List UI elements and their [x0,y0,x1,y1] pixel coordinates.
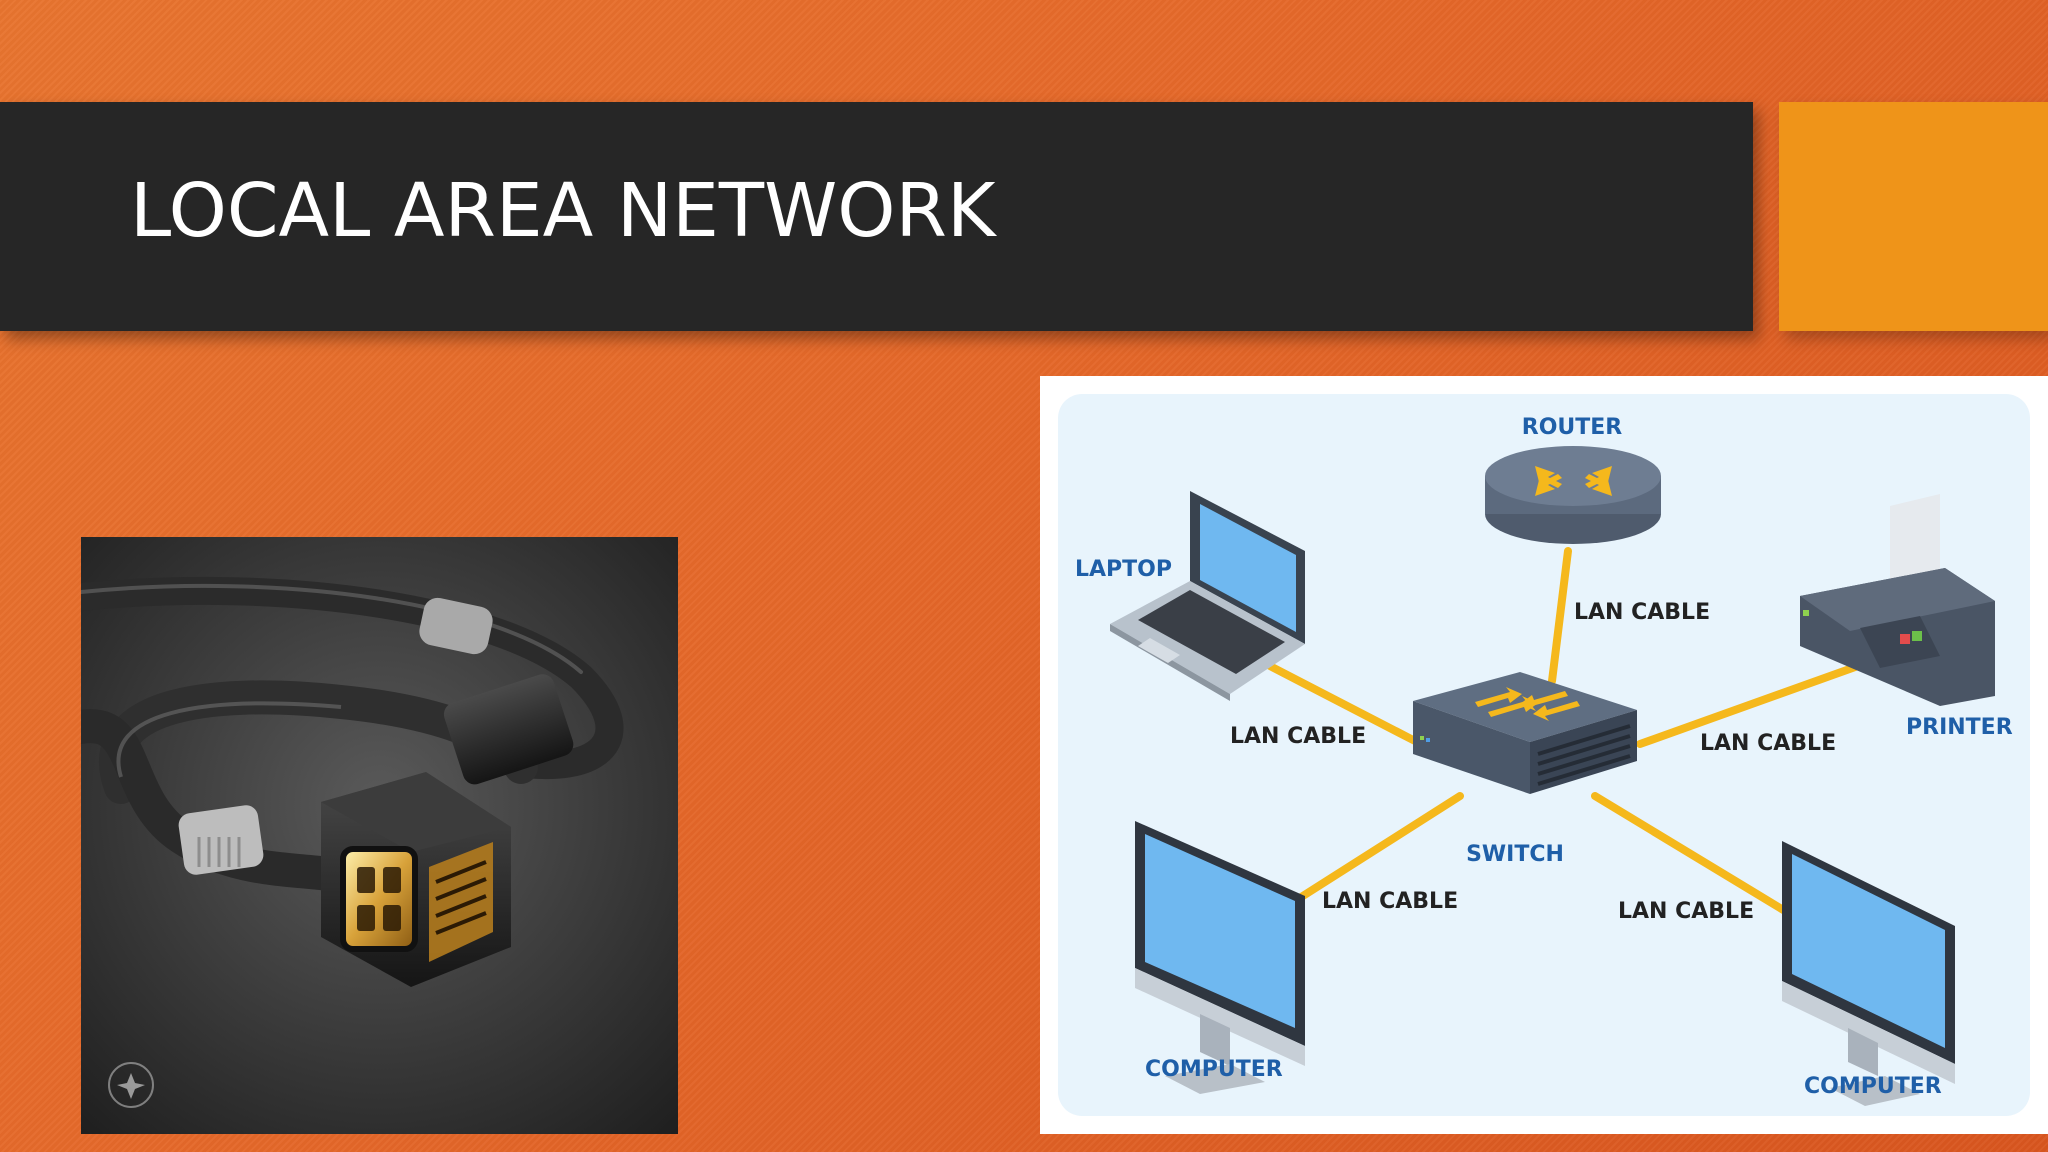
cable-label-computer-left: LAN CABLE [1322,889,1458,914]
laptop-label: LAPTOP [1075,557,1172,582]
cable-printer [1636,662,1862,748]
cable-router [1548,547,1572,685]
computer-left-icon [1135,821,1305,1094]
gold-side-vents [429,842,493,962]
laptop-icon [1110,491,1305,701]
cable-label-printer: LAN CABLE [1700,731,1836,756]
computer-left-label: COMPUTER [1145,1057,1283,1082]
main-connector-top [321,772,511,852]
cable-highlight [116,701,342,778]
printer-label: PRINTER [1906,715,2013,740]
cable-label-computer-right: LAN CABLE [1618,899,1754,924]
slide-title: LOCAL AREA NETWORK [130,168,996,254]
cable-computer-right [1591,792,1789,915]
computer-right-icon [1782,841,1955,1106]
ferrite-sleeve-top [419,597,493,655]
printer-icon [1800,494,1995,706]
gold-port [340,846,418,952]
cable-laptop [1266,662,1419,745]
rear-connector [443,674,574,785]
ferrite-sleeve-left [178,805,264,875]
title-band [0,102,1753,331]
cable-label-router: LAN CABLE [1574,600,1710,625]
switch-label: SWITCH [1466,842,1564,867]
cable-loop-outer-highlight [81,583,583,674]
cable-computer-left [1291,792,1464,905]
accent-block [1779,102,2048,331]
router-icon [1485,446,1661,544]
computer-right-label: COMPUTER [1804,1074,1942,1099]
router-label: ROUTER [1522,415,1623,440]
cable-label-laptop: LAN CABLE [1230,724,1366,749]
cable-loop-outer [81,576,624,780]
ethernet-cable-photo [81,537,678,1134]
switch-icon [1413,672,1637,794]
lan-diagram: ROUTER LAPTOP PRINTER [1040,376,2048,1134]
watermark-badge [108,1062,154,1108]
